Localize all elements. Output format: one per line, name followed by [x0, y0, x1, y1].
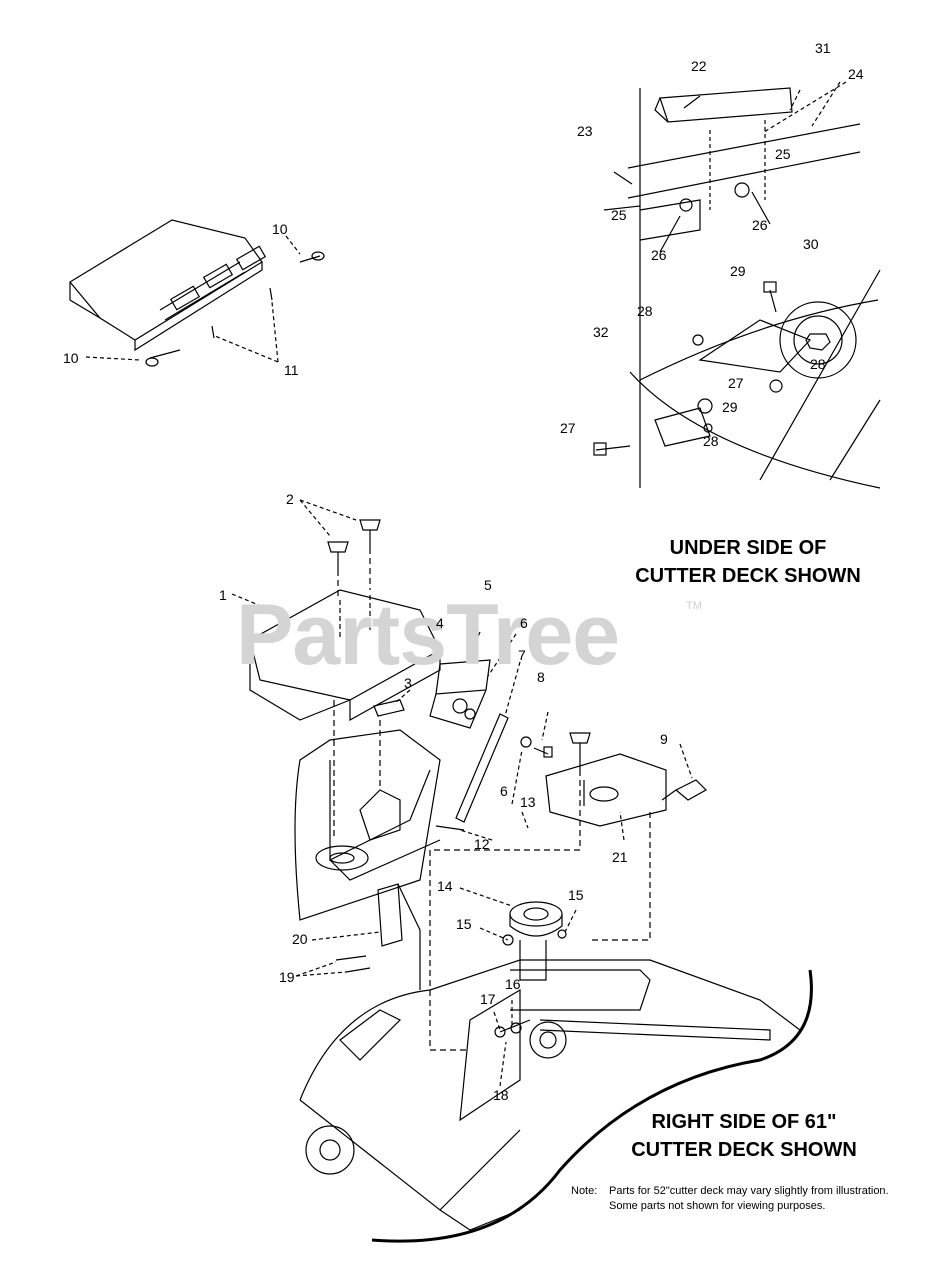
callout-28a: 28	[637, 303, 653, 319]
callout-22: 22	[691, 58, 707, 74]
callout-3: 3	[404, 675, 412, 691]
callout-18: 18	[493, 1087, 509, 1103]
callout-28c: 28	[703, 433, 719, 449]
callout-15a: 15	[568, 887, 584, 903]
callout-11: 11	[284, 362, 299, 378]
watermark-trademark: TM	[686, 600, 702, 612]
callout-2: 2	[286, 491, 294, 507]
main-exploded-view	[231, 499, 813, 1243]
underside-heading-line2: CUTTER DECK SHOWN	[635, 565, 861, 587]
callout-8: 8	[537, 669, 545, 685]
note-label: Note:	[571, 1185, 598, 1197]
callout-4: 4	[436, 615, 444, 631]
callout-24: 24	[848, 66, 864, 82]
callout-26b: 26	[651, 247, 667, 263]
rightside-heading-line1: RIGHT SIDE OF 61"	[651, 1111, 837, 1133]
callout-25b: 25	[611, 207, 627, 223]
callout-19: 19	[279, 969, 295, 985]
callout-27b: 27	[560, 420, 576, 436]
callout-15b: 15	[456, 916, 472, 932]
callout-7: 7	[518, 647, 526, 663]
callout-10b: 10	[63, 350, 79, 366]
rightside-heading: RIGHT SIDE OF 61" CUTTER DECK SHOWN	[596, 1108, 892, 1164]
underside-deck-inset	[593, 81, 881, 489]
callout-31: 31	[815, 40, 831, 56]
callout-6b: 6	[500, 783, 508, 799]
callout-30: 30	[803, 236, 819, 252]
callout-6a: 6	[520, 615, 528, 631]
callout-20: 20	[292, 931, 308, 947]
note-line1: Parts for 52"cutter deck may vary slight…	[609, 1185, 889, 1197]
illustration-note: Note: Parts for 52"cutter deck may vary s…	[571, 1184, 949, 1214]
underside-heading-line1: UNDER SIDE OF	[669, 537, 827, 559]
callout-13: 13	[520, 794, 536, 810]
callout-14: 14	[437, 878, 453, 894]
callout-10a: 10	[272, 221, 288, 237]
callout-26a: 26	[752, 217, 768, 233]
callout-25a: 25	[775, 146, 791, 162]
watermark-logo: PartsTree	[236, 587, 620, 683]
callout-12: 12	[474, 836, 490, 852]
note-line2: Some parts not shown for viewing purpose…	[609, 1200, 826, 1212]
callout-21: 21	[612, 849, 628, 865]
callout-32: 32	[593, 324, 609, 340]
callout-28b: 28	[810, 356, 826, 372]
callout-1: 1	[219, 587, 227, 603]
callout-16: 16	[505, 976, 521, 992]
callout-5: 5	[484, 577, 492, 593]
underside-heading: UNDER SIDE OF CUTTER DECK SHOWN	[600, 534, 896, 590]
chute-hinge-inset	[69, 219, 325, 367]
callout-29b: 29	[722, 399, 738, 415]
callout-9: 9	[660, 731, 668, 747]
rightside-heading-line2: CUTTER DECK SHOWN	[631, 1139, 857, 1161]
callout-27a: 27	[728, 375, 744, 391]
callout-29a: 29	[730, 263, 746, 279]
callout-17: 17	[480, 991, 496, 1007]
callout-23: 23	[577, 123, 593, 139]
